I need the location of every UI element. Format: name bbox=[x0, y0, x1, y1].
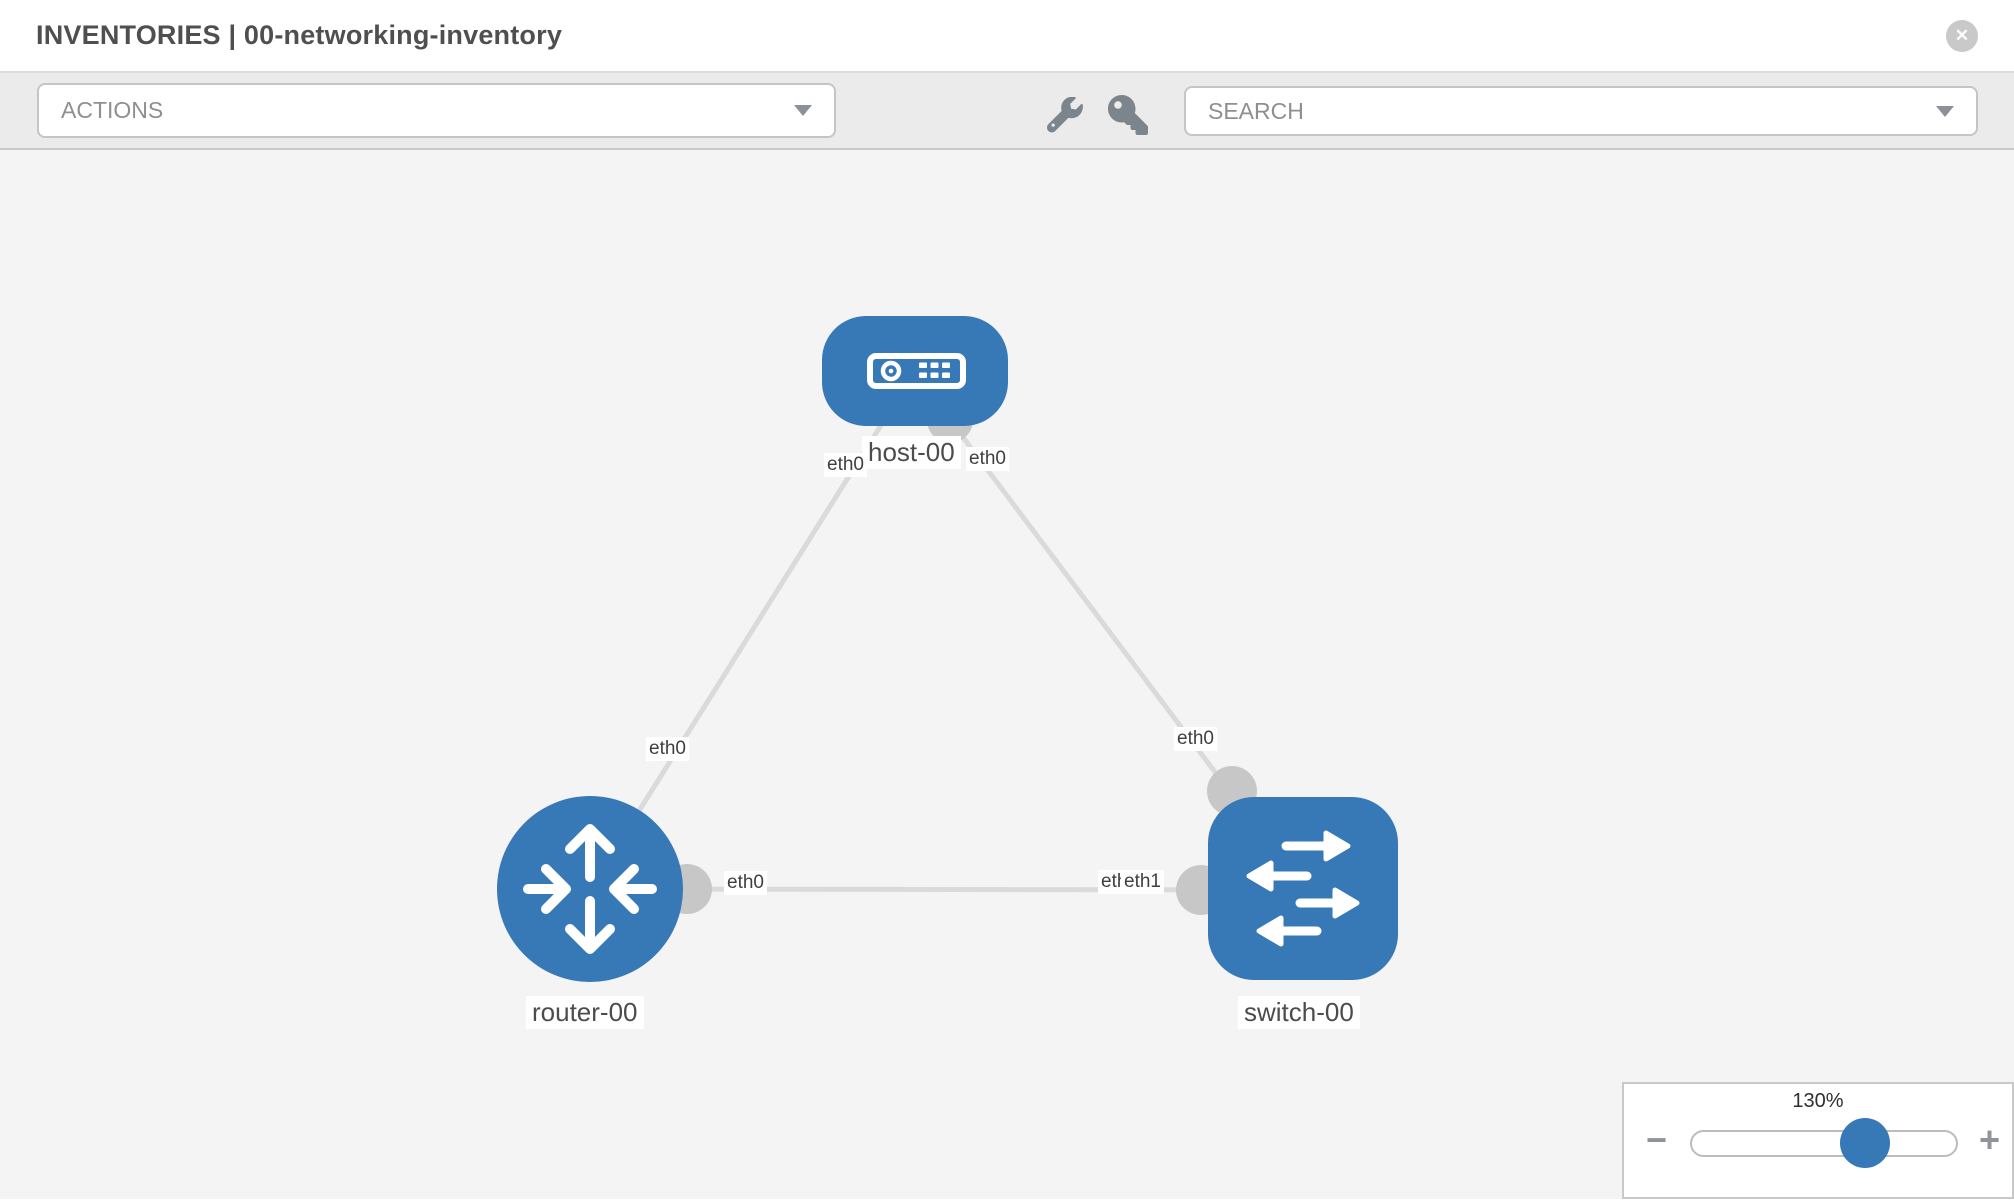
toolbar: ACTIONS SEARCH bbox=[0, 73, 2014, 150]
interface-label-host-to-switch: eth0 bbox=[966, 447, 1009, 471]
page-title: INVENTORIES | 00-networking-inventory bbox=[36, 20, 563, 50]
interface-label-switch-on-host-link: eth0 bbox=[1174, 727, 1217, 751]
wrench-icon bbox=[1047, 97, 1083, 133]
search-placeholder: SEARCH bbox=[1208, 97, 1304, 124]
zoom-out-button[interactable]: − bbox=[1646, 1119, 1668, 1160]
zoom-slider-thumb[interactable] bbox=[1840, 1118, 1890, 1168]
configure-topology-button[interactable] bbox=[1047, 97, 1083, 133]
search-dropdown[interactable]: SEARCH bbox=[1184, 86, 1978, 136]
close-icon: ✕ bbox=[1954, 25, 1970, 45]
interface-label-router-eth0: eth0 bbox=[724, 871, 767, 895]
node-label-switch[interactable]: switch-00 bbox=[1238, 996, 1360, 1029]
interface-label-switch-eth1: eth1 bbox=[1121, 870, 1164, 894]
chevron-down-icon bbox=[1936, 105, 1954, 117]
node-router-00[interactable] bbox=[497, 796, 683, 982]
credentials-button[interactable] bbox=[1108, 95, 1148, 135]
zoom-level: 130% bbox=[1792, 1090, 1844, 1112]
host-icon bbox=[867, 353, 966, 389]
node-switch-00[interactable] bbox=[1208, 797, 1398, 980]
interface-dots-layer bbox=[662, 397, 1257, 915]
zoom-slider[interactable] bbox=[1690, 1118, 1958, 1168]
zoom-slider-row: − + bbox=[1624, 1114, 2012, 1184]
actions-dropdown[interactable]: ACTIONS bbox=[37, 83, 836, 138]
router-icon bbox=[523, 824, 657, 954]
node-label-router[interactable]: router-00 bbox=[526, 996, 644, 1029]
switch-icon bbox=[1246, 830, 1360, 947]
interface-label-router-on-host-link: eth0 bbox=[646, 737, 689, 761]
node-host-00[interactable] bbox=[822, 316, 1008, 426]
zoom-panel: 130% − + bbox=[1622, 1082, 2014, 1199]
topology-canvas[interactable]: host-00 router-00 switch-00 eth0 eth0 et… bbox=[0, 150, 2014, 1199]
zoom-in-button[interactable]: + bbox=[1978, 1119, 2000, 1160]
node-label-host[interactable]: host-00 bbox=[862, 436, 961, 469]
close-button[interactable]: ✕ bbox=[1946, 19, 1978, 52]
chevron-down-icon bbox=[794, 105, 812, 116]
key-icon bbox=[1108, 95, 1148, 135]
header: INVENTORIES | 00-networking-inventory ✕ bbox=[0, 0, 2014, 73]
interface-label-host-to-router: eth0 bbox=[824, 453, 867, 477]
actions-dropdown-label: ACTIONS bbox=[61, 97, 164, 123]
